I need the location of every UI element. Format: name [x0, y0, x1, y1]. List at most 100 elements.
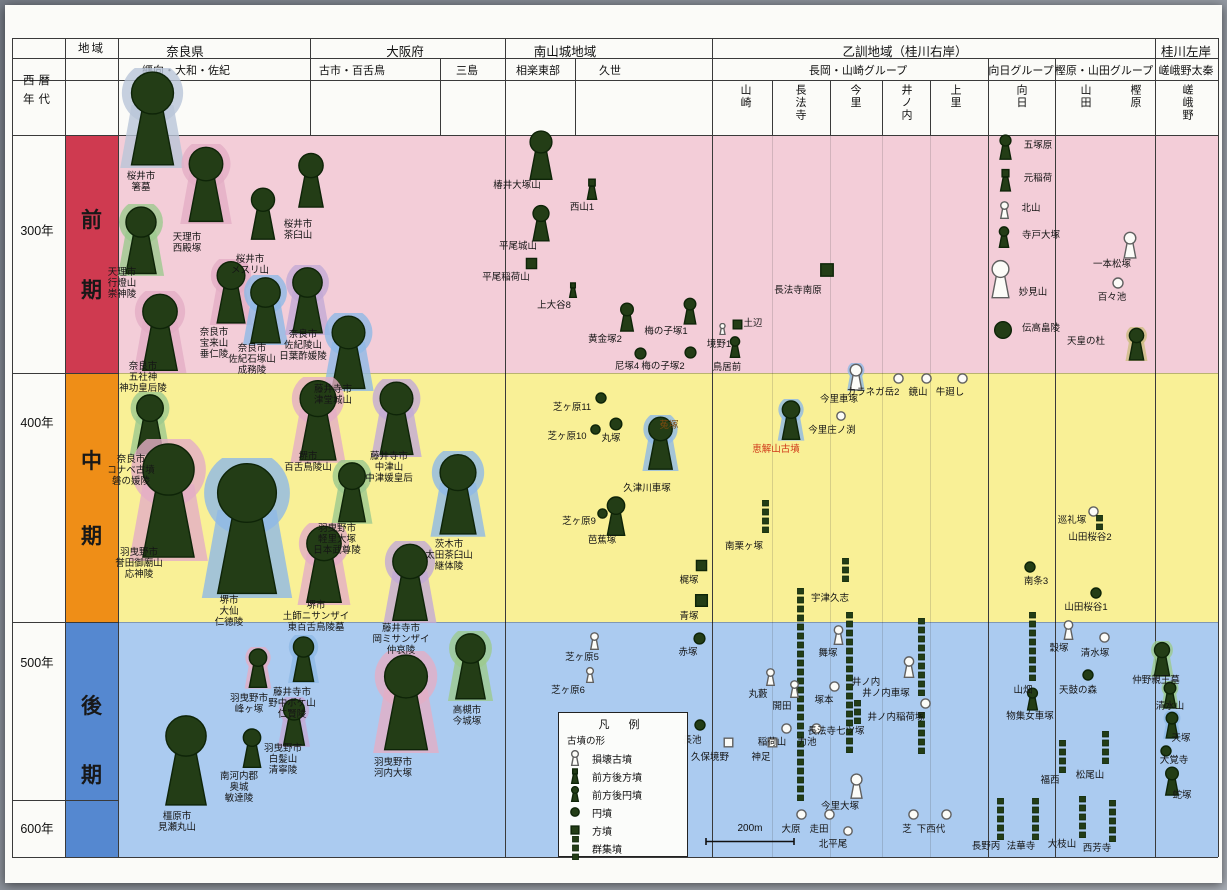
era-label-bottom: 年代 — [23, 94, 54, 106]
naganohei-label: 長野丙 — [971, 841, 1001, 852]
hirao-inariyama-label: 平尾稲荷山 — [482, 272, 530, 283]
grid-vline-light — [830, 135, 831, 857]
grid-vline — [1055, 58, 1056, 857]
horaisan-icon — [207, 255, 255, 325]
grid-hline — [12, 38, 1218, 39]
ipponmatsuzuka-icon — [1120, 231, 1140, 259]
shiragayama-icon — [276, 694, 312, 747]
umenokozuka1-label: 梅の子塚1 — [644, 326, 688, 337]
okushiro-icon — [237, 727, 267, 769]
igenoyama-label: 恵解山古墳 — [752, 444, 800, 455]
maizuka-icon — [831, 625, 846, 645]
grid-vline-light — [930, 135, 931, 857]
aozuka-icon — [694, 593, 709, 608]
mise-maruyama-icon — [151, 712, 221, 808]
group-header-vertical: 上里 — [949, 84, 961, 109]
kokuzuka-icon — [1061, 620, 1076, 640]
kamiotani8-icon — [567, 282, 579, 298]
shiba-label: 芝 — [902, 824, 912, 835]
andonyama-label: 天理市 行燈山 崇神陵 — [107, 267, 137, 300]
grid-vline-light — [772, 135, 773, 857]
subregion-header: 向日グループ — [988, 65, 1054, 77]
nishitonozuka-label: 天理市 西殿塚 — [172, 232, 202, 254]
inouchi-label: 井ノ内 — [851, 677, 881, 688]
daikakuji-label: 大覚寺 — [1159, 755, 1189, 766]
maizuka-label: 舞塚 — [818, 648, 838, 659]
inouchi-kurumazuka-label: 井ノ内車塚 — [862, 688, 910, 699]
yamada-sakuradani1-icon — [1090, 587, 1102, 599]
shibagahara6-icon — [584, 667, 596, 683]
tsudoshiroyama-label: 藤井寺市 津堂城山 — [313, 384, 353, 406]
imazato-shonofuchi-label: 今里庄ノ渕 — [808, 425, 856, 436]
square-legend-icon — [565, 821, 585, 839]
legend-row-1: 前方後方墳 — [565, 767, 681, 785]
koganezuka2-label: 黄金塚2 — [588, 334, 622, 345]
imazato-kurumazuka-icon — [846, 361, 866, 391]
hashirida-icon — [824, 809, 835, 820]
myokenyama-label: 妙見山 — [1018, 287, 1048, 298]
group-header-vertical: 井ノ内 — [900, 84, 912, 122]
nishiyama1-icon — [584, 178, 600, 200]
tsubai-otsukayama-icon — [522, 129, 560, 181]
grid-hline — [12, 373, 118, 374]
umenokozuka2-label: 梅の子塚2 — [641, 361, 685, 372]
legend-items: 損壊古墳前方後方墳前方後円墳円墳方墳群集墳 — [565, 749, 681, 860]
grid-vline — [505, 38, 506, 857]
toriimae-label: 鳥居前 — [712, 362, 742, 373]
oka-misanzai-label: 藤井寺市 岡ミサンザイ 仲哀陵 — [372, 623, 430, 656]
shimonishidai-label: 下西代 — [916, 824, 946, 835]
legend-row-0: 損壊古墳 — [565, 749, 681, 767]
bashozuka-label: 芭蕉塚 — [587, 535, 617, 546]
chikaraike-icon — [811, 723, 822, 734]
group-header-vertical: 今里 — [849, 84, 861, 109]
amazuka4-label: 尼塚4 — [614, 361, 640, 372]
myokenyama-icon — [986, 259, 1015, 299]
scale-bar-line — [705, 838, 795, 845]
maruzuka-label: 丸塚 — [601, 433, 621, 444]
legend-item-label: 群集墳 — [592, 844, 622, 856]
nakano-shinno-icon — [1149, 639, 1175, 677]
legend-row-4: 方墳 — [565, 821, 681, 839]
grid-hline-light — [118, 373, 1218, 374]
nonaka-bokeyama-icon — [286, 632, 321, 683]
grid-hline — [12, 135, 1218, 136]
period-cell-early: 前期 — [65, 135, 118, 373]
year-label: 300年 — [20, 224, 54, 238]
legend-row-2: 前方後円墳 — [565, 785, 681, 803]
naganohei-icon — [997, 798, 1004, 840]
oka-misanzai-icon — [380, 536, 440, 623]
amazuka4-icon — [634, 347, 647, 360]
region-corner-label: 地域 — [78, 43, 105, 55]
chohoji-minamihara-icon — [819, 262, 835, 278]
legend-item-label: 前方後方墳 — [592, 772, 642, 784]
shiba-icon — [908, 809, 919, 820]
kajizuka-label: 梶塚 — [679, 575, 699, 586]
itsukahara-label: 五塚原 — [1023, 140, 1053, 151]
tenno-no-mori-icon — [1124, 325, 1149, 361]
matsuoyama-label: 松尾山 — [1075, 770, 1105, 781]
kawachi-ootsuka-label: 羽曳野市 河内大塚 — [373, 757, 413, 779]
group-header-vertical: 長法寺 — [794, 84, 806, 122]
umenokozuka2-icon — [684, 346, 697, 359]
nishitonozuka-icon — [177, 139, 235, 224]
kuzukawa-kurumazuka-icon — [640, 411, 681, 471]
nakatsuyama-icon — [368, 374, 425, 457]
umenokozuka1-icon — [680, 297, 700, 325]
era-corner-label: 西暦 年代 — [12, 72, 65, 107]
period-cell-late: 後期 — [65, 622, 118, 857]
legend-subtitle: 古墳の形 — [567, 736, 606, 747]
nakatsuyama-label: 藤井寺市 中津山 中津媛皇后 — [365, 451, 413, 484]
tenno-no-mori-label: 天皇の杜 — [1066, 336, 1106, 347]
grid-vline — [118, 38, 119, 857]
hokkeji-icon — [1032, 798, 1039, 840]
era-label-top: 西暦 — [23, 75, 54, 87]
chausuyama-icon — [290, 151, 332, 209]
kitayama-icon — [998, 201, 1011, 219]
kokuzuka-label: 穀塚 — [1049, 643, 1069, 654]
hashihaka-label: 桜井市 箸墓 — [126, 171, 156, 193]
grid-vline — [830, 80, 831, 135]
saki-ishizukayama-icon — [240, 271, 291, 345]
